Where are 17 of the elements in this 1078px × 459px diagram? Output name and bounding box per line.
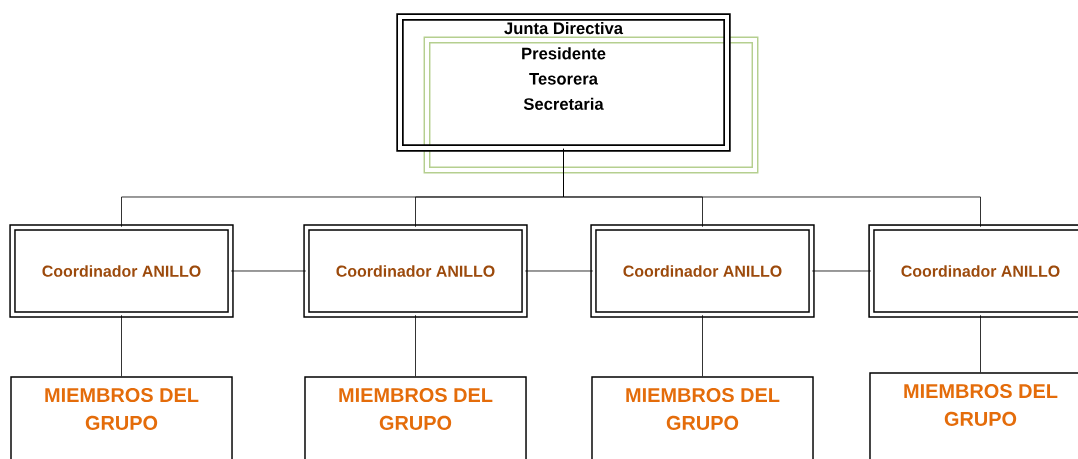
connector-line (563, 148, 981, 228)
members-box: MIEMBROS DEL GRUPO (869, 372, 1078, 459)
members-box: MIEMBROS DEL GRUPO (10, 376, 233, 459)
coordinator-box: Coordinador ANILLO (590, 224, 815, 318)
connector-line (415, 314, 416, 377)
connector-line (702, 314, 703, 377)
connector-line (230, 270, 307, 272)
coordinator-box: Coordinador ANILLO (303, 224, 528, 318)
coordinator-box: Coordinador ANILLO (9, 224, 234, 318)
connector-line (121, 314, 122, 377)
org-box: Junta Directiva Presidente Tesorera Secretaria (396, 13, 731, 152)
coordinator-box: Coordinador ANILLO (868, 224, 1078, 318)
connector-line (524, 270, 594, 272)
connector-line (811, 270, 872, 272)
members-box: MIEMBROS DEL GRUPO (591, 376, 814, 459)
connector-line (980, 314, 981, 373)
members-box: MIEMBROS DEL GRUPO (304, 376, 527, 459)
